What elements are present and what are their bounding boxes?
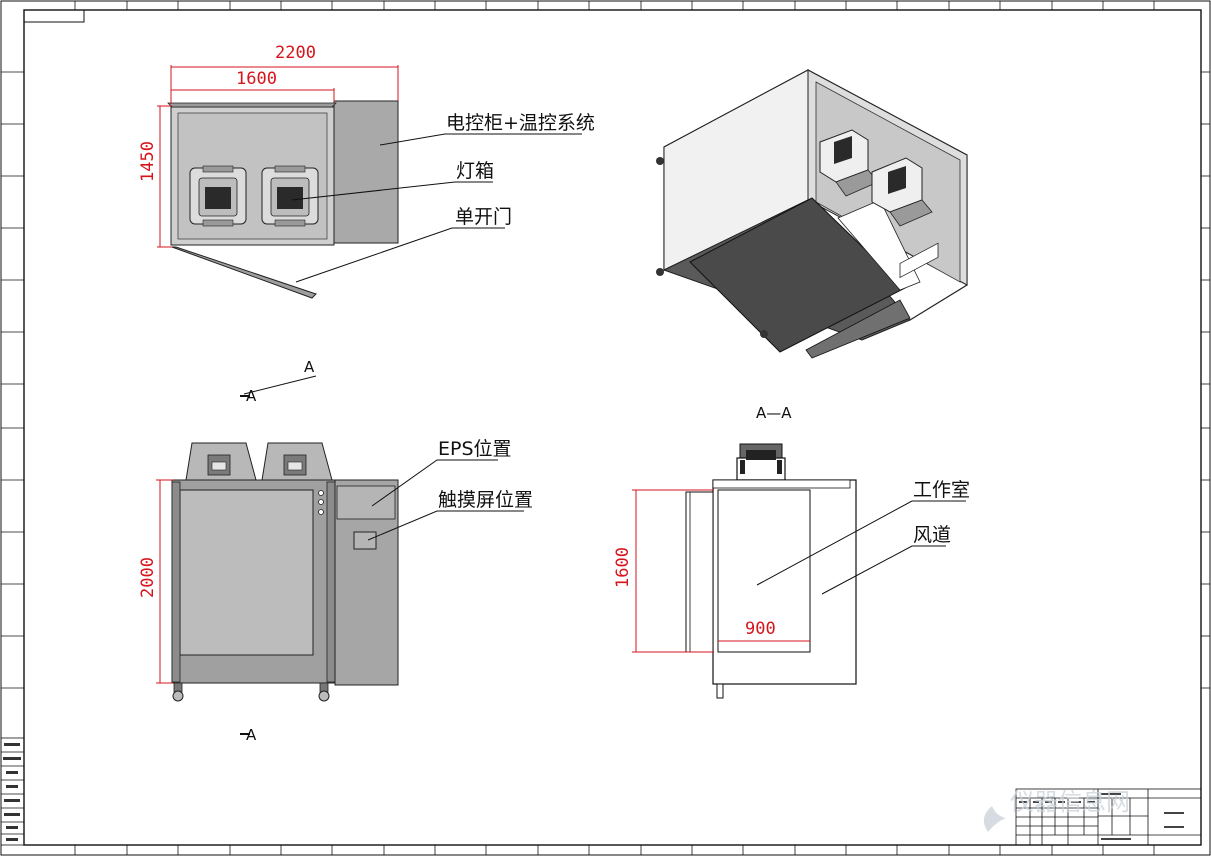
label-eps-position: EPS位置 xyxy=(438,438,512,460)
label-control-cabinet: 电控柜+温控系统 xyxy=(446,112,595,134)
lightbox-2-top xyxy=(261,165,319,227)
dim-section-height: 1600 xyxy=(613,547,633,588)
iso-lightbox-2 xyxy=(871,157,933,227)
section-markers: A A A A—A xyxy=(240,358,792,744)
section-title: A—A xyxy=(756,404,792,422)
leaders-section xyxy=(756,500,966,595)
dim-front-height: 2000 xyxy=(138,557,158,598)
front-indicator-lights xyxy=(318,490,324,515)
label-touchscreen-position: 触摸屏位置 xyxy=(438,489,533,511)
front-view: 2000 EPS位置 触摸屏位置 xyxy=(138,438,533,702)
dim-top-depth: 1450 xyxy=(138,141,158,182)
single-door-top xyxy=(171,246,317,299)
leaders-front xyxy=(367,459,524,541)
eps-panel xyxy=(336,485,396,520)
label-air-duct: 风道 xyxy=(913,524,951,546)
section-marker-bottom: A xyxy=(246,726,257,744)
dim-section-width: 900 xyxy=(745,619,776,639)
section-marker-left: A xyxy=(246,387,257,405)
control-cabinet-top xyxy=(333,100,399,244)
label-single-door: 单开门 xyxy=(455,206,512,228)
watermark-logo-icon xyxy=(983,806,1006,832)
front-door-panel xyxy=(179,489,314,656)
title-block-text xyxy=(1019,793,1184,840)
label-lightbox: 灯箱 xyxy=(456,160,494,182)
watermark-text: 仪器信息网 xyxy=(1010,788,1130,816)
leaders-top xyxy=(291,133,582,283)
revision-block-text xyxy=(3,743,21,841)
top-view: 2200 1600 1450 电控柜+温控系统 灯箱 单开门 xyxy=(138,43,595,299)
label-work-chamber: 工作室 xyxy=(913,479,970,501)
revision-block xyxy=(0,737,25,846)
dimension-lines-top xyxy=(157,65,399,248)
dim-top-chamber-width: 1600 xyxy=(236,69,277,89)
section-work-chamber xyxy=(717,489,811,653)
section-view: 1600 900 工作室 风道 xyxy=(613,443,970,699)
front-casters xyxy=(172,682,330,702)
section-door xyxy=(685,491,714,653)
watermark: 仪器信息网 xyxy=(983,788,1130,832)
isometric-view xyxy=(656,69,968,359)
dimension-lines-section xyxy=(632,489,810,653)
title-block xyxy=(1015,788,1202,846)
lightbox-1-top xyxy=(189,165,247,227)
section-marker-upper: A xyxy=(304,358,315,376)
dim-top-total-width: 2200 xyxy=(275,43,316,63)
lightbox-2-front xyxy=(261,442,333,481)
dimension-lines-front xyxy=(156,479,173,684)
iso-lightbox-1 xyxy=(819,129,879,197)
lightbox-1-front xyxy=(185,442,257,481)
touchscreen-panel xyxy=(353,531,377,550)
